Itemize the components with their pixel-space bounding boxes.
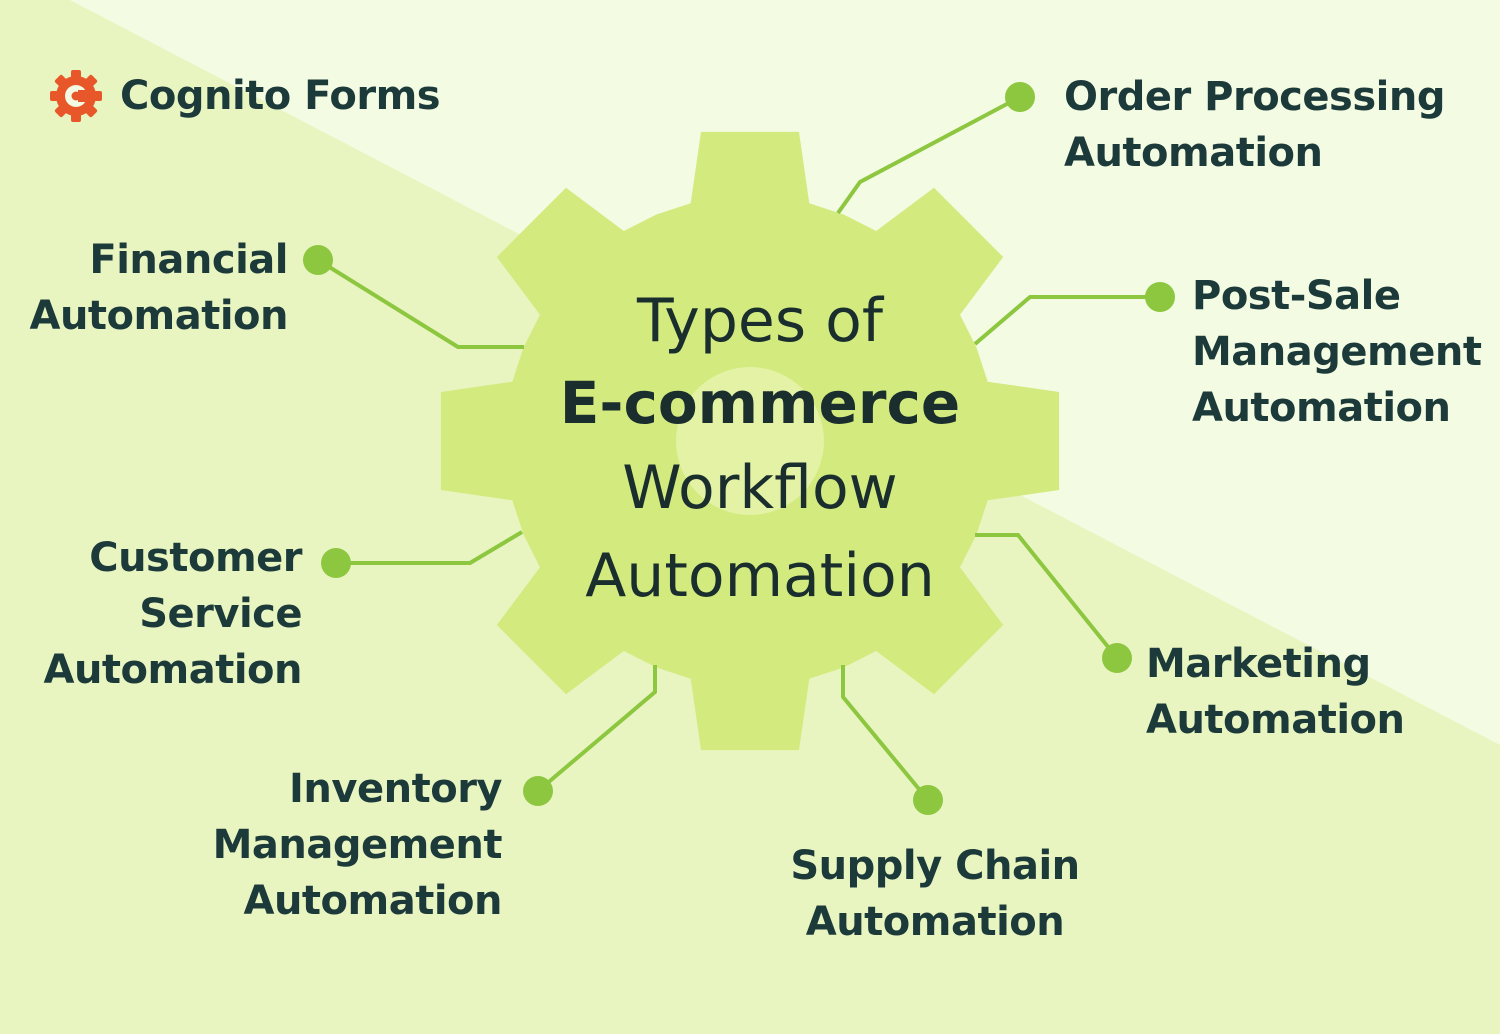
label-line: Marketing [1146,641,1371,687]
brand-logo: Cognito Forms [48,66,441,126]
brand-name: Cognito Forms [120,73,441,119]
connector-supply-chain [841,665,930,802]
label-financial: Financial Automation [20,232,289,344]
title-line-1: Types of [637,286,883,356]
label-order-processing: Order Processing Automation [1064,69,1445,181]
label-line: Order Processing [1064,74,1445,120]
connector-post-sale [973,295,1160,346]
label-line: Automation [29,293,289,339]
label-post-sale: Post-Sale Management Automation [1192,268,1482,436]
label-line: Automation [243,878,503,924]
node-inventory [523,776,553,806]
diagram-title: Types of E-commerce Workflow Automation [500,280,1020,620]
label-line: Management [212,822,503,868]
node-supply-chain [913,785,943,815]
label-line: Automation [1064,130,1323,176]
connector-inventory [536,665,657,793]
title-line-3: Workflow [622,453,898,523]
label-line: Automation [43,647,303,693]
label-customer-service: Customer Service Automation [20,530,303,698]
central-gear [440,131,1060,751]
label-line: Management [1192,329,1482,375]
connector-order-processing [836,95,1021,215]
title-line-2: E-commerce [559,369,961,437]
label-line: Automation [1146,697,1405,743]
label-inventory: Inventory Management Automation [160,761,503,929]
node-financial [303,245,333,275]
node-order-processing [1005,82,1035,112]
node-post-sale [1145,282,1175,312]
label-line: Financial [89,237,288,283]
label-line: Post-Sale [1192,273,1401,319]
connector-customer-service [336,530,524,565]
node-customer-service [321,548,351,578]
gear-c-icon [50,70,102,122]
connector-marketing [975,533,1119,660]
label-line: Supply Chain [790,843,1080,889]
label-line: Service [139,591,302,637]
label-line: Automation [1192,385,1451,431]
label-supply-chain: Supply Chain Automation [785,838,1085,950]
label-marketing: Marketing Automation [1146,636,1405,748]
node-marketing [1102,643,1132,673]
label-line: Customer [89,535,302,581]
connector-financial [316,258,524,349]
gear-hole [676,367,824,515]
label-line: Automation [805,899,1065,945]
title-line-4: Automation [585,541,935,611]
label-line: Inventory [289,766,502,812]
